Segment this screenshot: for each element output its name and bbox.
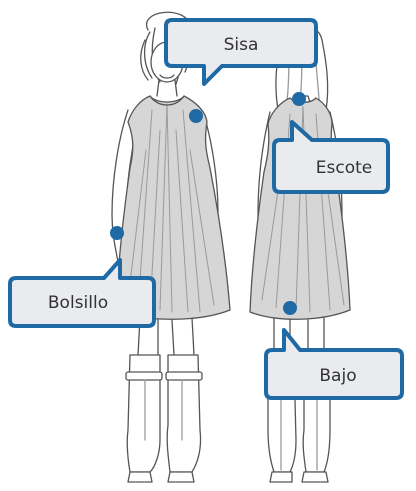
callout-bajo: Bajo (266, 330, 402, 398)
marker-escote (292, 92, 306, 106)
callout-escote-label: Escote (316, 158, 372, 178)
callout-sisa-label: Sisa (224, 35, 259, 55)
front-boots (126, 355, 202, 482)
marker-bolsillo (110, 226, 124, 240)
marker-bajo (283, 301, 297, 315)
marker-sisa (189, 109, 203, 123)
callout-bolsillo-label: Bolsillo (48, 293, 108, 313)
front-figure (112, 12, 230, 482)
callout-bajo-label: Bajo (319, 366, 356, 386)
callout-bajo-bubble (266, 330, 402, 398)
